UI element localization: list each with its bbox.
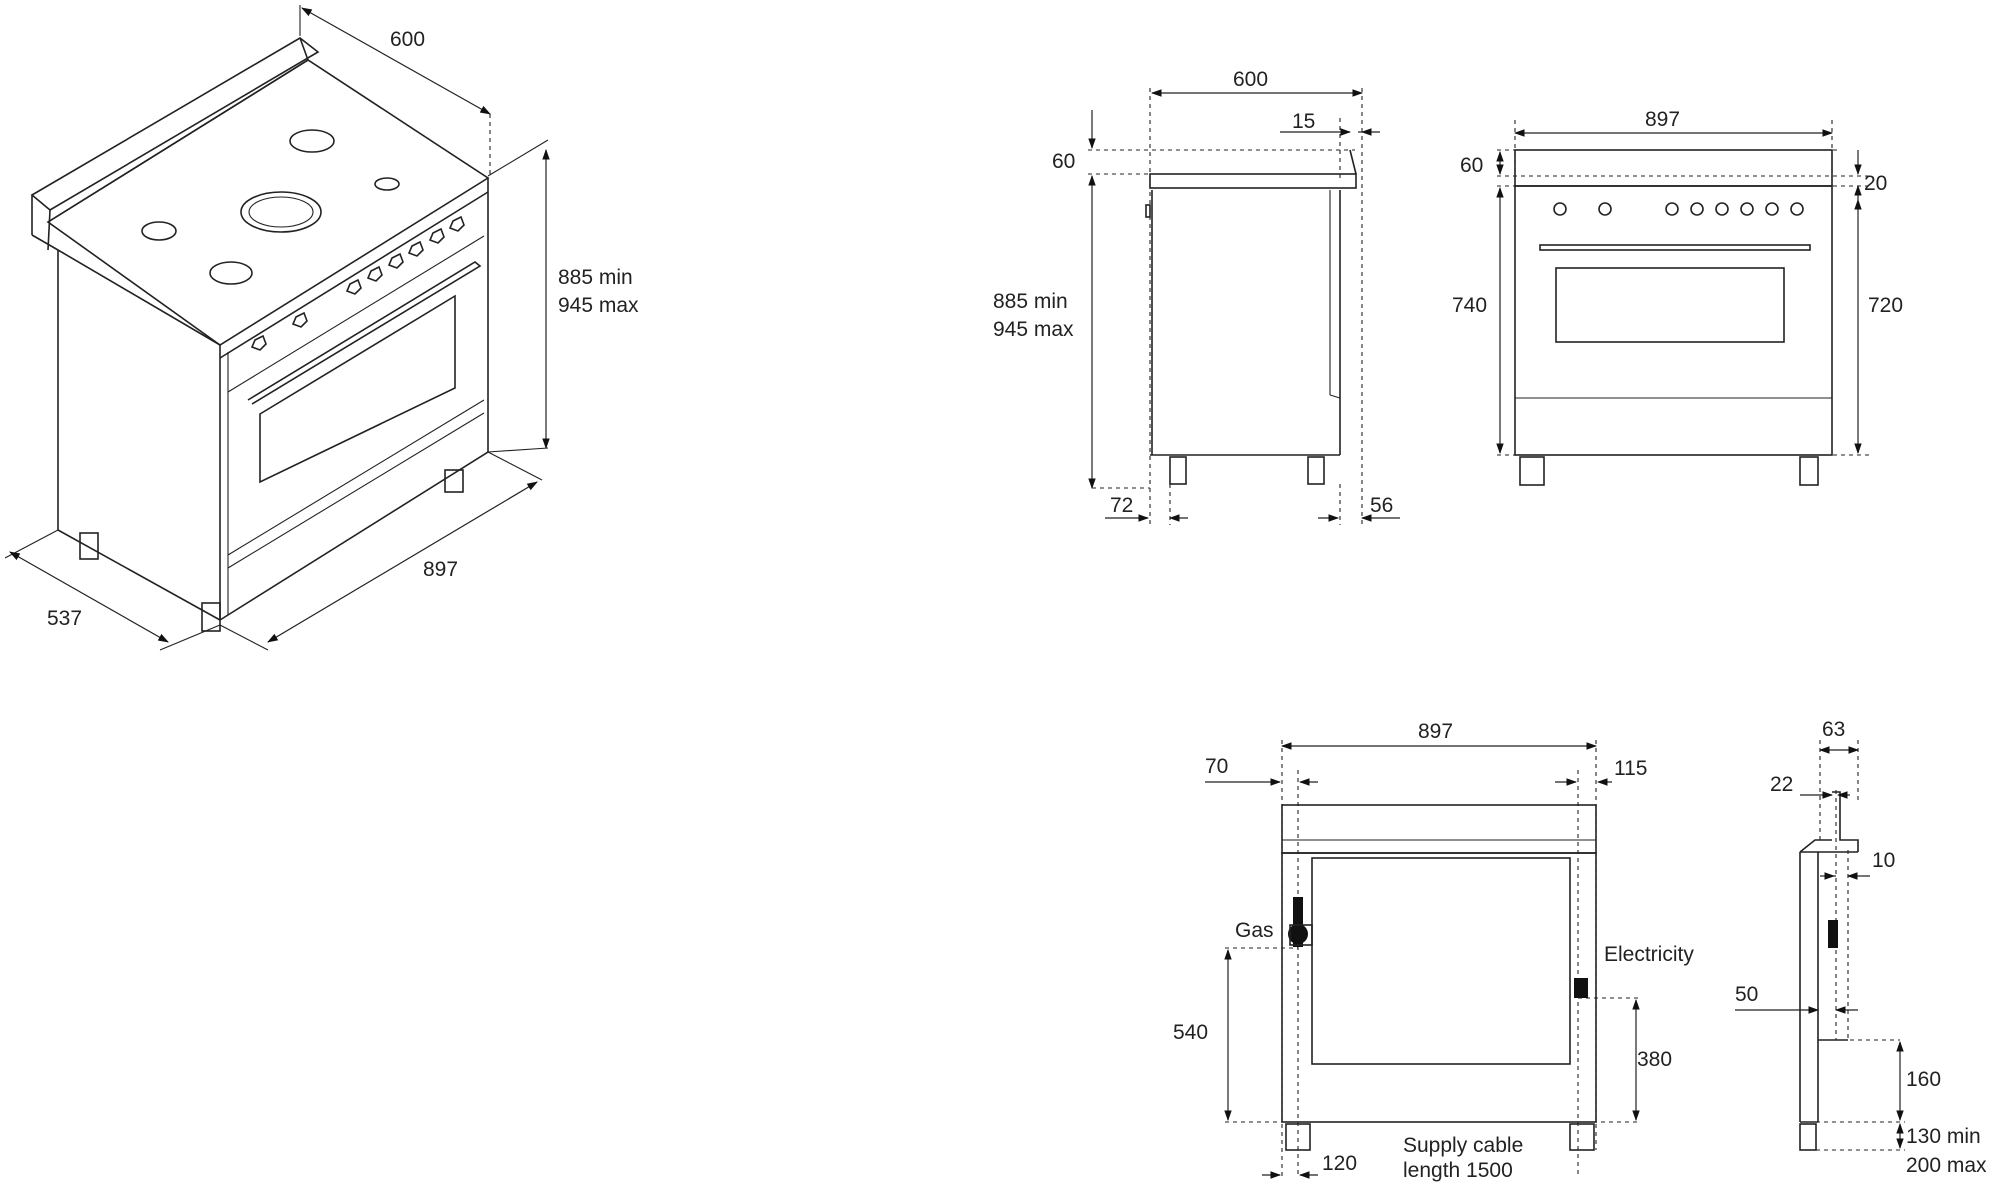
iso-width-label: 897 bbox=[423, 558, 458, 581]
back-left-offset-label: 70 bbox=[1205, 755, 1228, 778]
electricity-connector-icon bbox=[1574, 978, 1588, 998]
gas-foot-label: 120 bbox=[1322, 1152, 1357, 1175]
side-depth-label: 600 bbox=[1233, 68, 1268, 91]
profile-leg-min-label: 130 min bbox=[1906, 1125, 1981, 1148]
iso-height-max-label: 945 max bbox=[558, 294, 639, 317]
side-view: 600 15 60 885 min 945 max 72 56 bbox=[993, 68, 1400, 525]
supply-cable-label-line2: length 1500 bbox=[1403, 1159, 1513, 1182]
front-width-label: 897 bbox=[1645, 108, 1680, 131]
front-body-height-label: 740 bbox=[1452, 294, 1487, 317]
front-view: 897 60 20 740 720 bbox=[1452, 108, 1903, 486]
profile-view: 63 22 10 50 160 130 min 200 max bbox=[1735, 718, 1987, 1177]
gas-label: Gas bbox=[1235, 919, 1274, 942]
side-height-max-label: 945 max bbox=[993, 318, 1074, 341]
side-back-offset-label: 15 bbox=[1292, 110, 1315, 133]
isometric-view: 600 885 min 945 max 897 537 bbox=[4, 5, 639, 651]
electricity-height-label: 380 bbox=[1637, 1048, 1672, 1071]
front-oven-height-label: 720 bbox=[1868, 294, 1903, 317]
side-splash-label: 60 bbox=[1052, 150, 1075, 173]
side-height-min-label: 885 min bbox=[993, 290, 1068, 313]
electricity-label: Electricity bbox=[1604, 943, 1694, 966]
gas-height-label: 540 bbox=[1173, 1021, 1208, 1044]
side-foot-back-label: 56 bbox=[1370, 494, 1393, 517]
profile-height-160-label: 160 bbox=[1906, 1068, 1941, 1091]
back-right-offset-label: 115 bbox=[1614, 757, 1647, 780]
profile-connector-icon bbox=[1828, 920, 1838, 948]
front-top-offset-label: 20 bbox=[1864, 172, 1887, 195]
profile-rear-gap-label: 22 bbox=[1770, 773, 1793, 796]
back-width-label: 897 bbox=[1418, 720, 1453, 743]
side-foot-front-label: 72 bbox=[1110, 494, 1133, 517]
profile-offset-10-label: 10 bbox=[1872, 849, 1895, 872]
profile-leg-max-label: 200 max bbox=[1906, 1154, 1987, 1177]
back-view: 897 70 115 Gas Electricity 540 380 120 S… bbox=[1173, 720, 1694, 1182]
iso-depth-label: 600 bbox=[390, 28, 425, 51]
iso-side-depth-label: 537 bbox=[47, 607, 82, 630]
front-splash-label: 60 bbox=[1460, 154, 1483, 177]
iso-height-min-label: 885 min bbox=[558, 266, 633, 289]
gas-connector-icon bbox=[1293, 897, 1303, 947]
profile-offset-50-label: 50 bbox=[1735, 983, 1758, 1006]
profile-top-width-label: 63 bbox=[1822, 718, 1845, 741]
supply-cable-label-line1: Supply cable bbox=[1403, 1134, 1523, 1157]
